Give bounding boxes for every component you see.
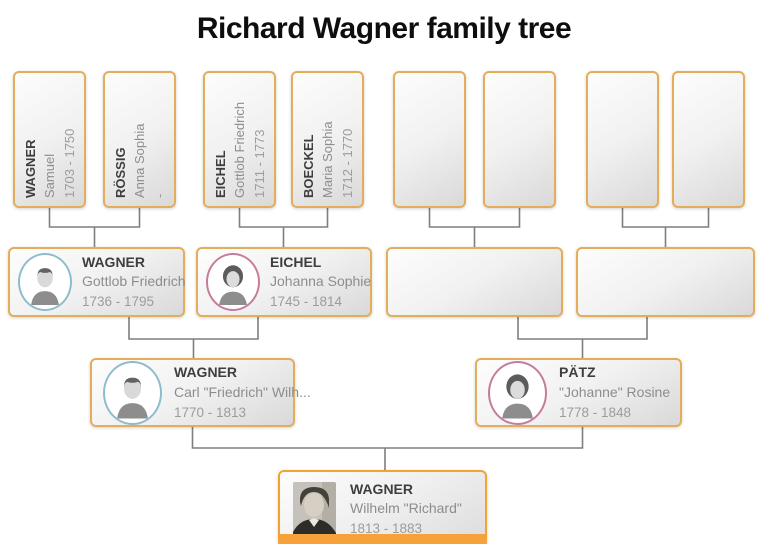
person-card-roessig-anna-sophia[interactable]: RÖSSIG Anna Sophia -: [103, 71, 176, 208]
person-dates: 1813 - 1883: [350, 521, 423, 537]
person-dates: -: [151, 193, 167, 198]
male-avatar-icon: [18, 253, 72, 311]
person-surname: EICHEL: [212, 149, 228, 198]
person-surname: WAGNER: [82, 253, 145, 270]
person-card-eichel-johanna-sophie[interactable]: EICHEL Johanna Sophie 1745 - 1814: [196, 247, 372, 317]
person-dates: 1770 - 1813: [174, 404, 247, 420]
person-dates: 1736 - 1795: [82, 294, 155, 310]
page-title: Richard Wagner family tree: [196, 12, 572, 45]
female-avatar-icon: [206, 253, 260, 311]
person-given-name: Gottlob Friedrich: [231, 101, 247, 198]
person-surname: WAGNER: [350, 480, 413, 497]
person-given-name: Gottlob Friedrich: [82, 273, 186, 290]
person-card-text: PÄTZ "Johanne" Rosine 1778 - 1848: [559, 363, 670, 422]
person-surname: BOECKEL: [300, 133, 316, 198]
person-dates: 1711 - 1773: [251, 129, 267, 198]
person-card-wagner-wilhelm-richard[interactable]: WAGNER Wilhelm "Richard" 1813 - 1883: [278, 470, 487, 544]
person-card-text: WAGNER Samuel 1703 - 1750: [18, 77, 82, 203]
person-card-text: WAGNER Wilhelm "Richard" 1813 - 1883: [350, 480, 462, 539]
person-card-text: WAGNER Gottlob Friedrich 1736 - 1795: [82, 253, 186, 312]
person-card-wagner-carl-friedrich[interactable]: WAGNER Carl "Friedrich" Wilh... 1770 - 1…: [90, 358, 311, 427]
richard-wagner-photo: [293, 481, 336, 537]
person-card-empty-4[interactable]: [672, 71, 745, 208]
person-card-paetz-johanne-rosine[interactable]: PÄTZ "Johanne" Rosine 1778 - 1848: [475, 358, 682, 427]
connector-gen1-pair4: [621, 208, 710, 247]
connector-gen2-left: [128, 317, 259, 358]
person-dates: 1712 - 1770: [339, 128, 355, 198]
person-card-eichel-gottlob-friedrich[interactable]: EICHEL Gottlob Friedrich 1711 - 1773: [203, 71, 276, 208]
person-dates: 1778 - 1848: [559, 404, 632, 420]
person-given-name: Anna Sophia: [131, 123, 147, 198]
person-card-wagner-gottlob-friedrich[interactable]: WAGNER Gottlob Friedrich 1736 - 1795: [8, 247, 185, 317]
person-surname: WAGNER: [22, 139, 38, 198]
person-card-boeckel-maria-sophia[interactable]: BOECKEL Maria Sophia 1712 - 1770: [291, 71, 364, 208]
connector-gen1-pair2: [238, 208, 329, 247]
person-surname: WAGNER: [174, 364, 237, 381]
person-card-empty-1[interactable]: [393, 71, 466, 208]
person-card-text: EICHEL Gottlob Friedrich 1711 - 1773: [208, 77, 272, 203]
selected-card-highlight-bar: [280, 534, 485, 544]
connector-gen1-pair1: [48, 208, 141, 247]
female-avatar-icon: [488, 360, 547, 425]
person-surname: PÄTZ: [559, 364, 596, 381]
connector-gen3: [191, 427, 584, 470]
person-given-name: Samuel: [41, 153, 57, 198]
person-given-name: Wilhelm "Richard": [350, 500, 462, 517]
person-card-text: RÖSSIG Anna Sophia -: [108, 77, 172, 203]
person-surname: RÖSSIG: [112, 146, 128, 198]
person-given-name: "Johanne" Rosine: [559, 383, 671, 400]
person-dates: 1745 - 1814: [270, 294, 343, 310]
person-given-name: Carl "Friedrich" Wilh...: [174, 383, 311, 400]
person-card-empty-6[interactable]: [576, 247, 755, 317]
person-card-empty-5[interactable]: [386, 247, 563, 317]
person-dates: 1703 - 1750: [61, 128, 77, 198]
connector-gen2-right: [517, 317, 648, 358]
person-card-text: WAGNER Carl "Friedrich" Wilh... 1770 - 1…: [174, 363, 311, 422]
person-card-wagner-samuel[interactable]: WAGNER Samuel 1703 - 1750: [13, 71, 86, 208]
person-given-name: Maria Sophia: [319, 120, 335, 198]
male-avatar-icon: [103, 360, 162, 425]
person-card-text: BOECKEL Maria Sophia 1712 - 1770: [296, 77, 360, 203]
connector-gen1-pair3: [428, 208, 521, 247]
person-card-empty-3[interactable]: [586, 71, 659, 208]
person-card-text: EICHEL Johanna Sophie 1745 - 1814: [270, 253, 372, 312]
person-card-empty-2[interactable]: [483, 71, 556, 208]
person-given-name: Johanna Sophie: [270, 273, 372, 290]
person-surname: EICHEL: [270, 253, 322, 270]
